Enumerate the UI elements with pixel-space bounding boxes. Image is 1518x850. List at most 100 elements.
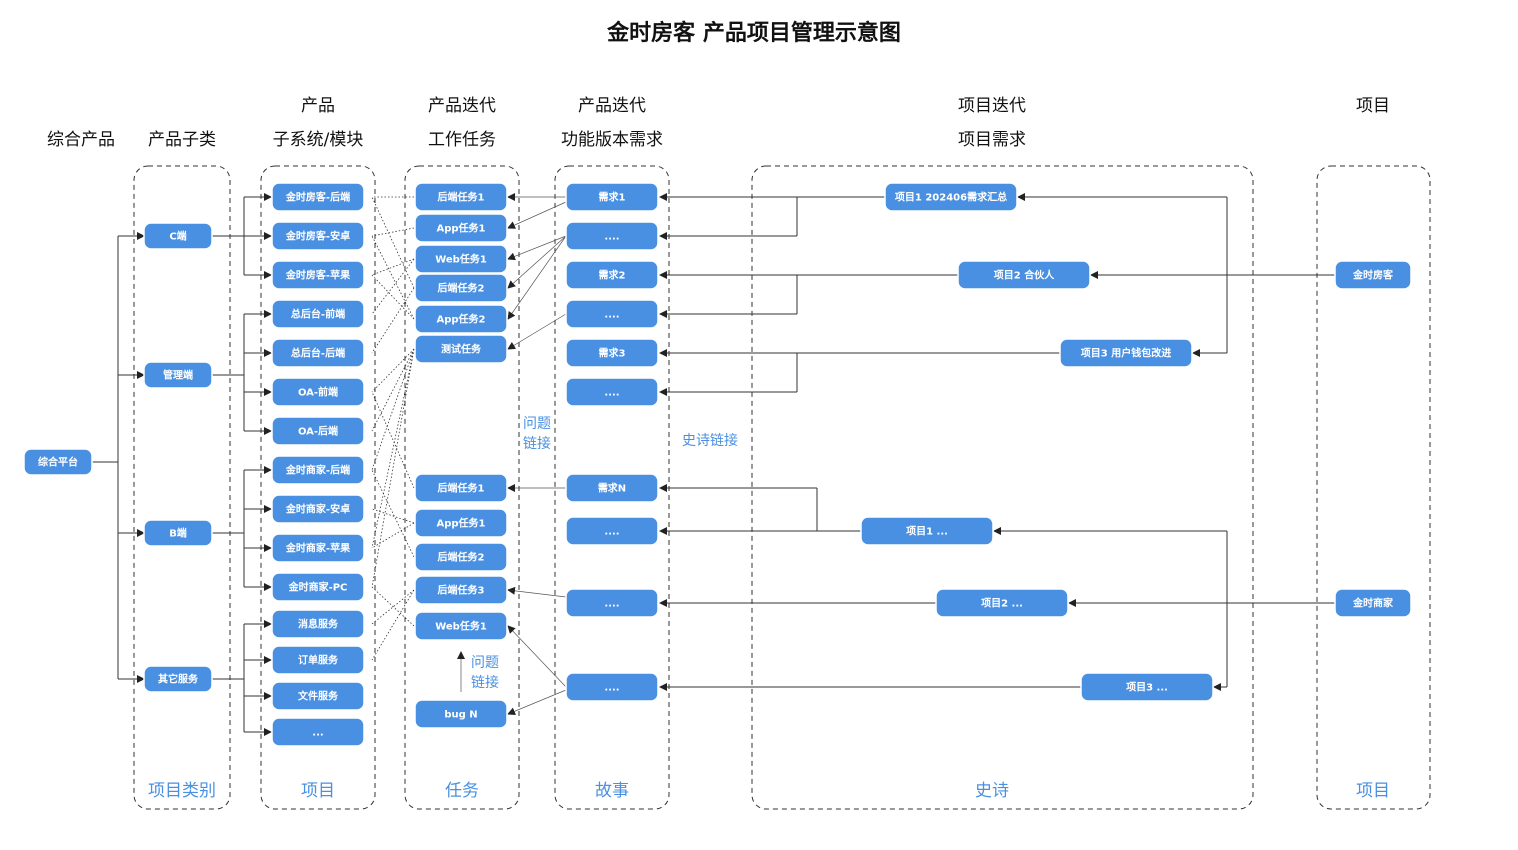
node-story[interactable]: .... — [565, 377, 659, 407]
node-epic-shape — [1059, 338, 1193, 368]
node-module[interactable]: 金时商家-安卓 — [271, 494, 365, 524]
node-task[interactable]: App任务1 — [414, 508, 508, 538]
node-story-label: 需求1 — [599, 191, 626, 204]
node-module-label: 总后台-前端 — [291, 308, 345, 321]
node-story[interactable]: .... — [565, 672, 659, 702]
node-subclass[interactable]: B端 — [143, 519, 213, 547]
node-project[interactable]: 金时商家 — [1334, 588, 1412, 618]
node-task-label: 后端任务2 — [438, 551, 485, 564]
node-task[interactable]: bug N — [414, 699, 508, 729]
node-task[interactable]: 后端任务2 — [414, 273, 508, 303]
node-epic-shape — [860, 516, 994, 546]
node-story[interactable]: .... — [565, 588, 659, 618]
node-task[interactable]: 后端任务1 — [414, 182, 508, 212]
root-connectors — [92, 232, 145, 683]
node-module-shape — [271, 609, 365, 639]
node-epic-label: 项目2 合伙人 — [994, 269, 1055, 282]
node-module-shape — [271, 572, 365, 602]
node-task-label: 后端任务3 — [438, 584, 485, 597]
node-story[interactable]: .... — [565, 516, 659, 546]
node-task-label: App任务1 — [436, 517, 485, 530]
node-module-shape — [271, 260, 365, 290]
node-story[interactable]: 需求3 — [565, 338, 659, 368]
group-task — [404, 165, 520, 810]
node-epic-label: 项目3 ... — [1126, 682, 1168, 694]
header-col5-top: 产品迭代 — [578, 96, 646, 116]
node-story[interactable]: 需求2 — [565, 260, 659, 290]
node-epic[interactable]: 项目1 202406需求汇总 — [884, 182, 1018, 212]
node-module-shape — [271, 299, 365, 329]
node-story-label: 需求N — [598, 482, 626, 495]
node-subclass-label: 管理端 — [163, 369, 193, 382]
node-task-shape — [414, 508, 508, 538]
node-epic[interactable]: 项目2 ... — [935, 588, 1069, 618]
node-module[interactable]: 文件服务 — [271, 681, 365, 711]
node-module[interactable]: 总后台-后端 — [271, 338, 365, 368]
footer-col4: 任务 — [445, 781, 479, 801]
node-module[interactable]: OA-前端 — [271, 377, 365, 407]
node-module[interactable]: ... — [271, 717, 365, 747]
node-task[interactable]: 后端任务3 — [414, 575, 508, 605]
node-module[interactable]: 金时商家-苹果 — [271, 533, 365, 563]
node-module[interactable]: 金时房客-安卓 — [271, 221, 365, 251]
node-subclass[interactable]: 管理端 — [143, 361, 213, 389]
node-module-label: 总后台-后端 — [291, 347, 345, 360]
node-epic-label: 项目1 202406需求汇总 — [895, 191, 1007, 204]
node-subclass[interactable]: C端 — [143, 222, 213, 250]
node-root[interactable]: 综合平台 — [23, 448, 93, 476]
node-module[interactable]: 消息服务 — [271, 609, 365, 639]
header-col3: 子系统/模块 — [273, 130, 364, 150]
node-task[interactable]: Web任务1 — [414, 244, 508, 274]
node-module[interactable]: 总后台-前端 — [271, 299, 365, 329]
node-story-shape — [565, 299, 659, 329]
node-task[interactable]: Web任务1 — [414, 611, 508, 641]
node-module[interactable]: 金时房客-后端 — [271, 182, 365, 212]
node-module-label: ... — [312, 728, 323, 739]
node-task-label: 后端任务1 — [438, 191, 485, 204]
node-task-label: App任务2 — [436, 313, 485, 326]
node-story[interactable]: .... — [565, 221, 659, 251]
header-col7-top: 项目 — [1356, 96, 1390, 116]
issue-link-label-2b: 链接 — [471, 674, 499, 691]
node-task[interactable]: 后端任务2 — [414, 542, 508, 572]
node-subclass-label: 其它服务 — [158, 673, 199, 686]
node-project[interactable]: 金时房客 — [1334, 260, 1412, 290]
node-task[interactable]: App任务1 — [414, 213, 508, 243]
node-task[interactable]: 测试任务 — [414, 334, 508, 364]
node-story[interactable]: 需求N — [565, 473, 659, 503]
node-story-label: .... — [604, 388, 619, 399]
node-module-label: 金时房客-苹果 — [285, 269, 351, 282]
node-epic[interactable]: 项目3 用户钱包改进 — [1059, 338, 1193, 368]
node-module[interactable]: 金时商家-后端 — [271, 455, 365, 485]
node-task-shape — [414, 244, 508, 274]
node-story-shape — [565, 672, 659, 702]
node-task-shape — [414, 611, 508, 641]
subclass-connectors — [212, 193, 272, 736]
node-module-label: 金时房客-安卓 — [285, 230, 350, 243]
node-task-label: bug N — [444, 710, 477, 721]
node-module[interactable]: 金时房客-苹果 — [271, 260, 365, 290]
group-subclass — [133, 165, 231, 810]
node-epic-label: 项目2 ... — [981, 598, 1023, 610]
node-subclass[interactable]: 其它服务 — [143, 665, 213, 693]
node-task[interactable]: App任务2 — [414, 304, 508, 334]
node-module-label: 订单服务 — [298, 654, 339, 667]
node-story[interactable]: .... — [565, 299, 659, 329]
node-module[interactable]: 金时商家-PC — [271, 572, 365, 602]
node-module[interactable]: 订单服务 — [271, 645, 365, 675]
node-subclass-shape — [143, 222, 213, 250]
node-story[interactable]: 需求1 — [565, 182, 659, 212]
node-story-shape — [565, 182, 659, 212]
node-module[interactable]: OA-后端 — [271, 416, 365, 446]
node-task-shape — [414, 304, 508, 334]
node-project-shape — [1334, 588, 1412, 618]
node-task[interactable]: 后端任务1 — [414, 473, 508, 503]
node-epic[interactable]: 项目3 ... — [1080, 672, 1214, 702]
node-module-shape — [271, 338, 365, 368]
node-module-label: 消息服务 — [298, 618, 339, 631]
node-story-label: .... — [604, 232, 619, 243]
node-epic[interactable]: 项目2 合伙人 — [957, 260, 1091, 290]
node-epic[interactable]: 项目1 ... — [860, 516, 994, 546]
node-story-shape — [565, 516, 659, 546]
